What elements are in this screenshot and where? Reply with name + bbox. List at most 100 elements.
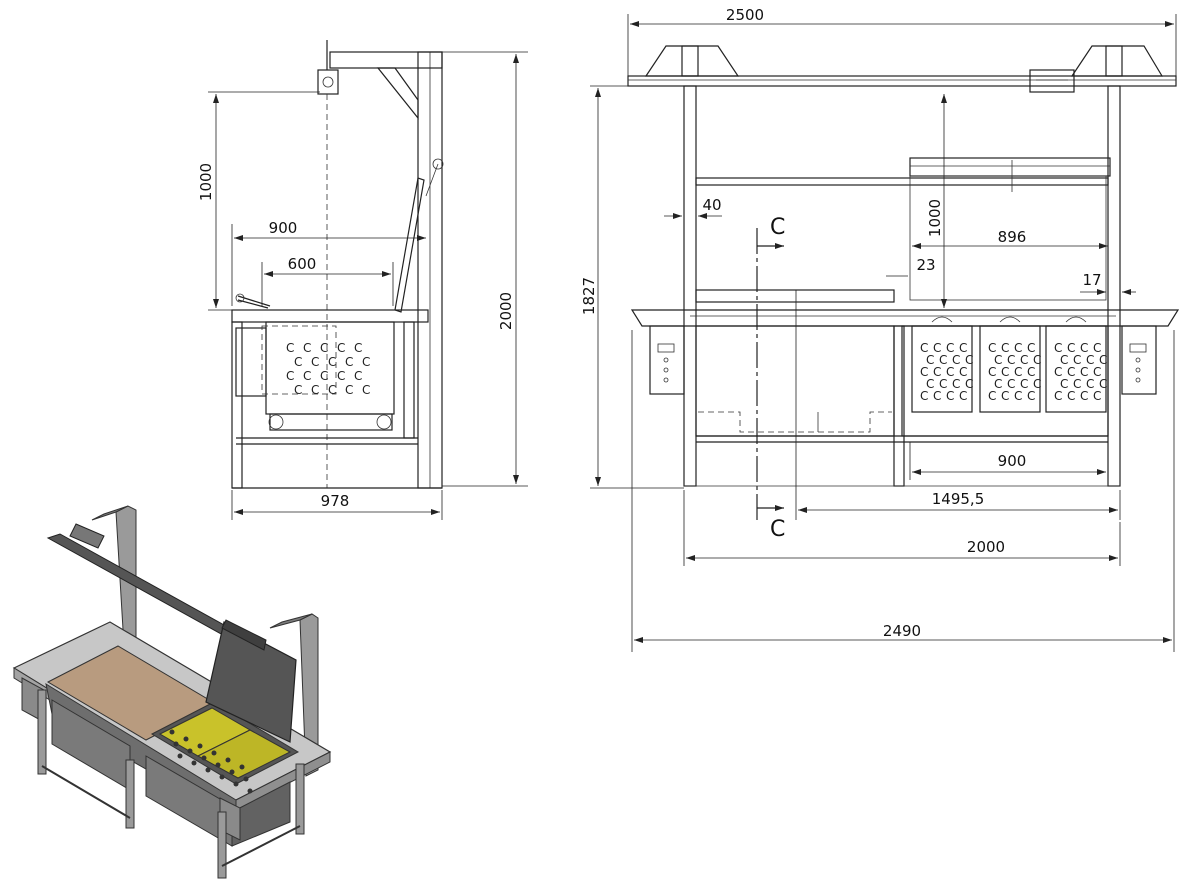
- dim-front-2000: 2000: [967, 538, 1005, 556]
- iso-basket-hole: [173, 741, 179, 747]
- iso-basket-hole: [183, 736, 189, 742]
- front-lid: [909, 157, 1111, 177]
- front-basket-mark: C: [1067, 389, 1075, 403]
- side-basket-mark: C: [345, 383, 353, 397]
- iso-basket-hole: [215, 762, 221, 768]
- side-top-beam: [329, 51, 443, 69]
- side-basket-mark: C: [354, 341, 362, 355]
- front-basket-mark: C: [939, 353, 947, 367]
- iso-basket-hole: [205, 767, 211, 773]
- front-basket-mark: C: [959, 341, 967, 355]
- iso-basket-hole: [233, 781, 239, 787]
- section-label-top: C: [770, 215, 785, 240]
- front-basket-mark: C: [926, 353, 934, 367]
- front-right-control: [1121, 325, 1157, 395]
- front-basket-mark: C: [1067, 341, 1075, 355]
- side-basket-mark: C: [337, 369, 345, 383]
- front-basket-mark: C: [994, 353, 1002, 367]
- front-basket-mark: C: [1054, 365, 1062, 379]
- front-basket-mark: C: [1007, 353, 1015, 367]
- front-basket-mark: C: [1086, 377, 1094, 391]
- front-basket-mark: C: [1033, 377, 1041, 391]
- front-right-bracket: [1070, 45, 1164, 77]
- front-basket-mark: C: [1014, 341, 1022, 355]
- side-basket-mark: C: [328, 383, 336, 397]
- iso-basket-hole: [247, 788, 253, 794]
- front-top-rail: [627, 75, 1177, 87]
- front-basket-mark: C: [1001, 365, 1009, 379]
- front-basket-mark: C: [1020, 377, 1028, 391]
- dim-front-1827: 1827: [580, 277, 598, 315]
- front-basket-mark: C: [1027, 365, 1035, 379]
- dim-side-1000: 1000: [197, 163, 215, 201]
- side-basket-mark: C: [286, 341, 294, 355]
- front-basket-mark: C: [1060, 353, 1068, 367]
- iso-basket-hole: [219, 774, 225, 780]
- front-basket-mark: C: [988, 341, 996, 355]
- front-trolley: [1029, 69, 1075, 93]
- front-basket-handle: [931, 316, 953, 323]
- side-control-box: [235, 327, 267, 397]
- front-basket-mark: C: [1073, 353, 1081, 367]
- front-left-tank: [695, 325, 895, 437]
- front-basket-mark: C: [994, 377, 1002, 391]
- dim-side-900: 900: [269, 219, 298, 237]
- front-basket-mark: C: [933, 389, 941, 403]
- dim-front-900: 900: [998, 452, 1027, 470]
- iso-basket-hole: [201, 755, 207, 761]
- front-basket-mark: C: [1007, 377, 1015, 391]
- front-basket-mark: C: [988, 365, 996, 379]
- iso-lid: [205, 621, 297, 743]
- front-basket-mark: C: [1073, 377, 1081, 391]
- front-basket-mark: C: [1020, 353, 1028, 367]
- front-basket-mark: C: [965, 377, 973, 391]
- dim-front-2490: 2490: [883, 622, 921, 640]
- front-basket-mark: C: [1001, 341, 1009, 355]
- dim-front-40: 40: [702, 196, 721, 214]
- front-basket-mark: C: [1099, 353, 1107, 367]
- front-basket-mark: C: [1093, 389, 1101, 403]
- front-left-column: [683, 85, 697, 487]
- front-basket-mark: C: [965, 353, 973, 367]
- front-basket-mark: C: [926, 377, 934, 391]
- dim-front-17: 17: [1082, 271, 1101, 289]
- iso-basket-hole: [243, 776, 249, 782]
- front-worktop: [630, 309, 1180, 327]
- front-basket-mark: C: [946, 341, 954, 355]
- front-basket-mark: C: [1027, 341, 1035, 355]
- front-basket-mark: C: [1099, 377, 1107, 391]
- front-basket-mark: C: [1080, 389, 1088, 403]
- side-basket-mark: C: [294, 355, 302, 369]
- front-basket-handle: [1065, 316, 1087, 323]
- front-left-bracket: [644, 45, 740, 77]
- front-basket-mark: C: [1014, 365, 1022, 379]
- front-basket-mark: C: [1033, 353, 1041, 367]
- side-basket-mark: C: [286, 369, 294, 383]
- iso-basket-hole: [169, 729, 175, 735]
- front-basket-mark: C: [1093, 365, 1101, 379]
- front-basket-mark: C: [1054, 341, 1062, 355]
- dim-side-978: 978: [321, 492, 350, 510]
- side-basket-mark: C: [303, 341, 311, 355]
- front-basket-mark: C: [988, 389, 996, 403]
- side-basket-mark: C: [320, 369, 328, 383]
- section-label-bottom: C: [770, 517, 785, 542]
- side-hook: [317, 69, 339, 95]
- front-basket-mark: C: [959, 389, 967, 403]
- side-lid: [394, 177, 425, 313]
- iso-basket-hole: [229, 769, 235, 775]
- dim-side-2000: 2000: [497, 292, 515, 330]
- front-basket-mark: C: [1001, 389, 1009, 403]
- front-basket-mark: C: [1060, 377, 1068, 391]
- side-basket-mark: C: [362, 383, 370, 397]
- side-brace: [376, 67, 419, 120]
- dim-front-1000: 1000: [926, 199, 944, 237]
- front-right-column: [1107, 85, 1121, 487]
- side-basket-mark: C: [320, 341, 328, 355]
- front-left-control: [649, 325, 685, 395]
